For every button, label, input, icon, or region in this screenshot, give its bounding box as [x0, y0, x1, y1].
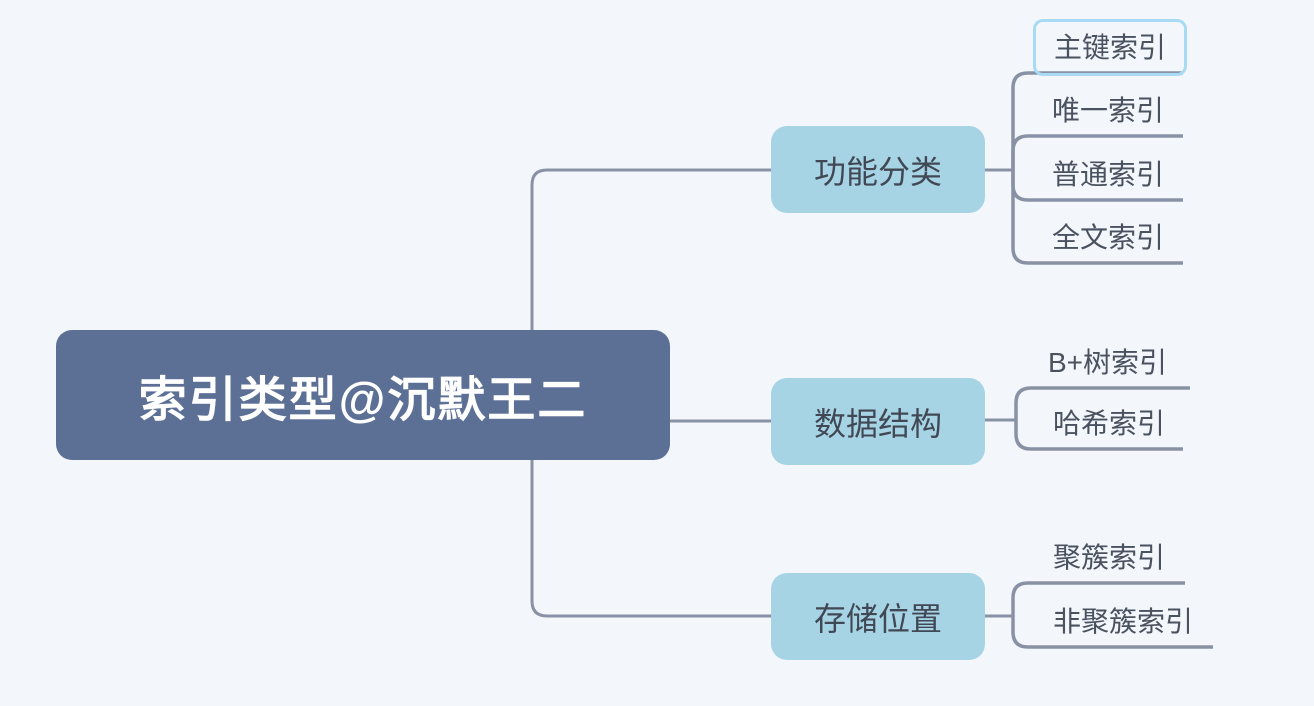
leaf-topic-bplus-tree-index[interactable]: B+树索引: [1048, 347, 1168, 378]
branch-topic-data-structure[interactable]: 数据结构: [771, 378, 985, 465]
leaf-topic-fulltext-index[interactable]: 全文索引: [1052, 222, 1165, 253]
connector-root-to-branch-2: [530, 459, 771, 618]
connector-leaf-nonclustered-index: [1011, 616, 1213, 649]
connector-leaf-clustered-index: [1011, 581, 1185, 616]
leaf-topic-normal-index[interactable]: 普通索引: [1052, 159, 1165, 190]
connector-leaf-unique-index: [1011, 134, 1183, 170]
branch-topic-storage-location[interactable]: 存储位置: [771, 573, 985, 660]
central-topic[interactable]: 索引类型@沉默王二: [56, 330, 670, 460]
leaf-topic-nonclustered-index[interactable]: 非聚簇索引: [1053, 606, 1194, 637]
connector-leaf-primary-key-index: [1011, 71, 1183, 170]
connector-leaf-bplus-tree-index: [1014, 386, 1190, 420]
leaf-topic-unique-index[interactable]: 唯一索引: [1052, 95, 1165, 126]
leaf-topic-primary-key-index[interactable]: 主键索引: [1033, 19, 1187, 76]
leaf-topic-hash-index[interactable]: 哈希索引: [1053, 408, 1166, 439]
branch-topic-function-category[interactable]: 功能分类: [771, 126, 985, 213]
connector-leaf-hash-index: [1014, 420, 1183, 451]
leaf-topic-clustered-index[interactable]: 聚簇索引: [1053, 542, 1166, 573]
connector-leaf-fulltext-index: [1011, 170, 1183, 265]
connector-root-to-branch-0: [530, 168, 771, 331]
